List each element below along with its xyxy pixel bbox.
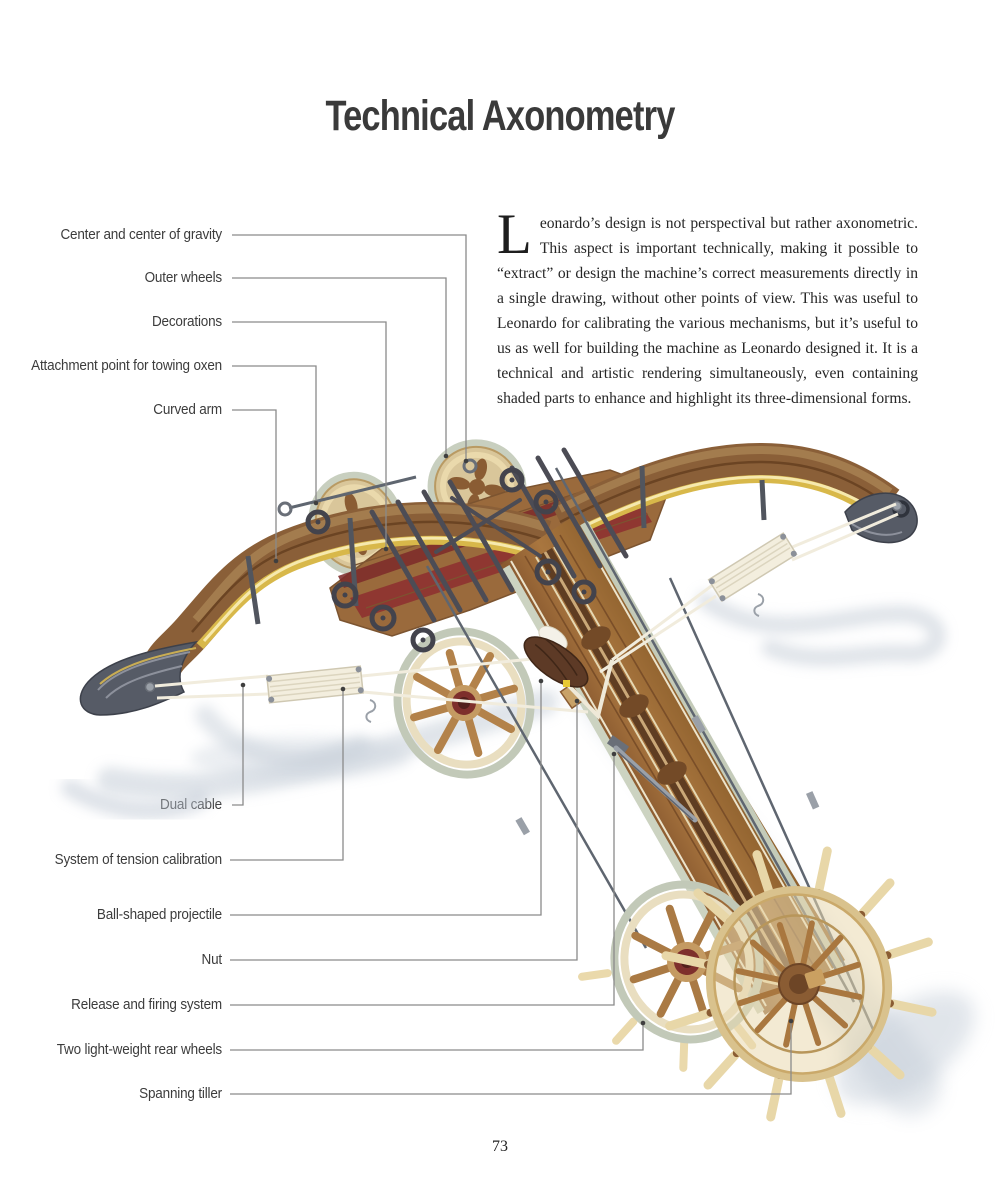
page-title: Technical Axonometry: [325, 92, 675, 140]
dual-cable-cords: [154, 502, 899, 714]
spanning-handles: [661, 846, 937, 1122]
bowstring-and-projectile: [154, 502, 899, 723]
yellow-tag: [563, 680, 570, 687]
label-release-system: Release and firing system: [71, 996, 222, 1013]
label-spanning-tiller: Spanning tiller: [139, 1085, 222, 1102]
intro-text: eonardo’s design is not perspectival but…: [497, 215, 918, 407]
label-ball-projectile: Ball-shaped projectile: [96, 906, 222, 923]
tension-calibration-left: [265, 665, 364, 704]
label-rear-wheels: Two light-weight rear wheels: [56, 1041, 223, 1058]
leader-dots: [240, 453, 794, 1026]
arm-strap: [639, 465, 767, 529]
label-nut: Nut: [201, 951, 223, 968]
crossbow-illustration: [61, 234, 975, 1122]
iron-decorations: [305, 447, 629, 653]
turnbuckles: [515, 715, 820, 836]
mid-wheel: [393, 627, 535, 779]
label-curved-arm: Curved arm: [153, 401, 222, 418]
page-number: 73: [492, 1138, 508, 1155]
tension-calibration-right: [707, 532, 798, 602]
label-center-of-gravity: Center and center of gravity: [60, 226, 222, 243]
label-outer-wheels: Outer wheels: [144, 269, 223, 286]
spanning-cables: [277, 458, 878, 1037]
label-tension-calibration: System of tension calibration: [54, 851, 223, 868]
curved-arm-right: [551, 442, 918, 544]
leader-lines: [230, 234, 794, 1095]
drop-cap: L: [497, 203, 532, 266]
label-decorations: Decorations: [151, 313, 222, 330]
curved-arm-left: [79, 502, 552, 716]
spanning-tiller-wheel: [661, 846, 937, 1122]
label-attachment-point: Attachment point for towing oxen: [31, 357, 222, 374]
release-lever: [606, 735, 698, 823]
